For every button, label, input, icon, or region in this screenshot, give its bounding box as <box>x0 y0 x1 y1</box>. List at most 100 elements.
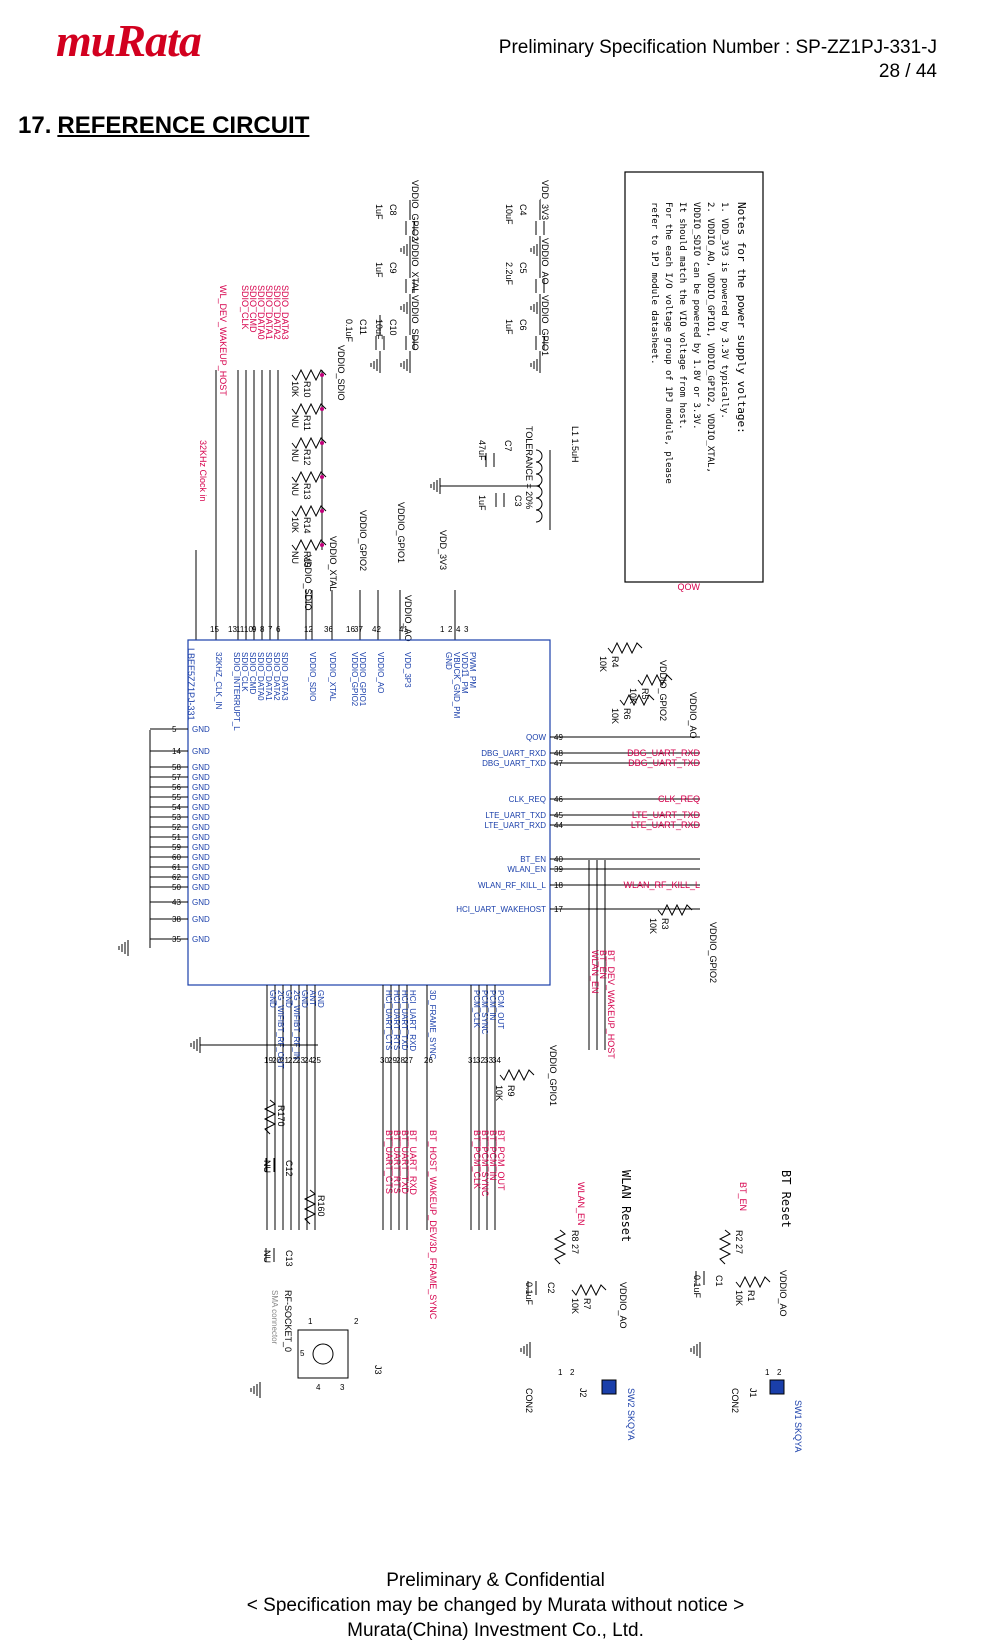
bt-reset-switch <box>769 1379 785 1395</box>
power-net-label: VDDIO_AO <box>540 238 550 285</box>
junction-dot <box>320 475 324 479</box>
resistor-symbol <box>291 538 327 552</box>
junction-dot <box>320 441 324 445</box>
module-pin-number: 10 <box>244 625 253 634</box>
sdio-net-label: SDIO_DATA0 <box>256 285 266 340</box>
capacitor-ref: C12 <box>284 1160 294 1177</box>
connector-name: CON2 <box>730 1388 740 1413</box>
module-pin-name: HCI_UART_CTS <box>384 990 393 1050</box>
power-net-label: VDDIO_GPIO1 <box>548 1045 558 1106</box>
capacitor-ref: C2 <box>546 1282 556 1294</box>
right-net-label: DBG_UART_RXD <box>627 748 700 758</box>
module-pin-name: GND <box>268 990 277 1008</box>
resistor-symbol <box>291 402 327 416</box>
resistor-value: 10K <box>494 1085 504 1101</box>
module-pin-name: VBUCK_GND_PM <box>452 652 461 719</box>
notes-box <box>624 171 764 583</box>
power-net-label: VDDIO_AO <box>778 1270 788 1317</box>
module-pin-number: 1 <box>440 625 445 634</box>
module-pin-name: WLAN_EN <box>507 865 546 874</box>
power-net-label: VDDIO_GPIO2 <box>708 922 718 983</box>
module-pin-number: 30 <box>380 1056 389 1065</box>
capacitor-ref: C9 <box>388 262 398 274</box>
module-pin-name: 2G_WIFIBT_RF_OUT <box>276 990 285 1069</box>
power-net-label: VDDIO_AO <box>403 595 413 642</box>
sdio-net-label: SDIO_CMD <box>248 285 258 333</box>
rf-socket-ring <box>312 1343 334 1365</box>
power-net-label: VDDIO_AO <box>618 1282 628 1329</box>
module-pin-name: GND <box>444 652 453 670</box>
resistor-value: 10K <box>628 688 638 704</box>
sdio-net-label: SDIO_DATA2 <box>272 285 282 340</box>
module-pin-number: 26 <box>424 1056 433 1065</box>
module-pin-name: 3D_FRAME_SYNC <box>428 990 437 1060</box>
module-pin-name: SDIO_DATA0 <box>256 652 265 701</box>
resistor-value: NU <box>290 449 300 462</box>
resistor-value: NU <box>290 483 300 496</box>
module-pin-number: 8 <box>260 625 265 634</box>
gnd-pin-name: GND <box>192 883 210 892</box>
module-pin-name: ANT <box>308 990 317 1006</box>
power-net-label: VDD_3V3 <box>438 530 448 570</box>
section-title: REFERENCE CIRCUIT <box>57 112 310 139</box>
bt-reset-title: BT Reset <box>779 1170 793 1228</box>
resistor-ref: R8 27 <box>570 1230 580 1254</box>
module-pin-name: BT_EN <box>520 855 546 864</box>
gnd-pin-name: GND <box>192 898 210 907</box>
right-net-label: CLK_REQ <box>658 794 700 804</box>
module-pin-name: GND <box>300 990 309 1008</box>
resistor-symbol <box>657 903 693 917</box>
right-net-label: QOW <box>678 582 701 592</box>
resistor-symbol <box>607 641 643 655</box>
gnd-pin-name: GND <box>192 773 210 782</box>
connector-ref: J2 <box>578 1388 588 1398</box>
notes-line: For the each I/O voltage group of 1PJ mo… <box>663 202 673 484</box>
module-pin-number: 21 <box>280 1056 289 1065</box>
right-net-label: LTE_UART_RXD <box>631 820 701 830</box>
power-net-label: VDDIO_GPIO1 <box>396 502 406 563</box>
module-pin-number: 36 <box>324 625 333 634</box>
resistor-ref: R5 <box>640 688 650 700</box>
module-pin-name: SDIO_CLK <box>240 652 249 692</box>
module-pin-number: 12 <box>304 625 313 634</box>
notes-line: 1. VDD_3V3 is powered by 3.3V typically. <box>719 202 729 419</box>
module-box <box>187 639 551 986</box>
capacitor-ref: C4 <box>518 204 528 216</box>
module-pin-name: HCI_UART_RTS <box>392 990 401 1050</box>
bottom-net-label: BT_PCM_OUT <box>496 1130 506 1191</box>
right-net-label: WLAN_RF_KILL_L <box>623 880 700 890</box>
section-number: 17. <box>18 112 52 139</box>
resistor-r1 <box>735 1275 771 1289</box>
rf-socket-symbol <box>297 1329 349 1379</box>
gnd-pin-name: GND <box>192 813 210 822</box>
module-pin-number: 23 <box>296 1056 305 1065</box>
module-pin-number: 20 <box>272 1056 281 1065</box>
murata-logo: muRata <box>56 15 202 66</box>
resistor-value: 10K <box>610 708 620 724</box>
module-pin-name: CLK_REQ <box>509 795 546 804</box>
module-pin-number: 37 <box>354 625 363 634</box>
module-pin-number: 27 <box>404 1056 413 1065</box>
module-pin-name: SDIO_DATA2 <box>272 652 281 701</box>
gnd-pin-name: GND <box>192 853 210 862</box>
module-pin-number: 4 <box>456 625 461 634</box>
module-pin-number: 11 <box>236 625 245 634</box>
bottom-net-label: BT_PCM_SYNC <box>480 1130 490 1197</box>
page-number: 28 / 44 <box>878 61 937 82</box>
gnd-pin-name: GND <box>192 843 210 852</box>
module-pin-name: QOW <box>526 733 546 742</box>
power-net-label: VDDIO_GPIO2 <box>410 180 420 241</box>
inductor-coil <box>535 485 543 499</box>
resistor-symbol <box>619 693 655 707</box>
notes-line: 2. VDDIO_AO, VDDIO_GPIO1, VDDIO_GPIO2, V… <box>705 202 715 473</box>
socket-pin-number: 4 <box>316 1383 321 1392</box>
capacitor-value: 47uF <box>477 440 487 461</box>
module-pin-name: VDDIO_SDIO <box>308 652 317 701</box>
resistor-value: 10K <box>598 656 608 672</box>
module-pin-name: PCM_SYNC <box>480 990 489 1035</box>
vertical-net-label: WLAN_EN <box>590 950 600 994</box>
gnd-pin-name: GND <box>192 725 210 734</box>
capacitor-value: 0.1uF <box>524 1282 534 1306</box>
power-net-label: VDDIO_AO <box>688 692 698 739</box>
switch-ref: SW2 SKQYA <box>626 1388 636 1440</box>
